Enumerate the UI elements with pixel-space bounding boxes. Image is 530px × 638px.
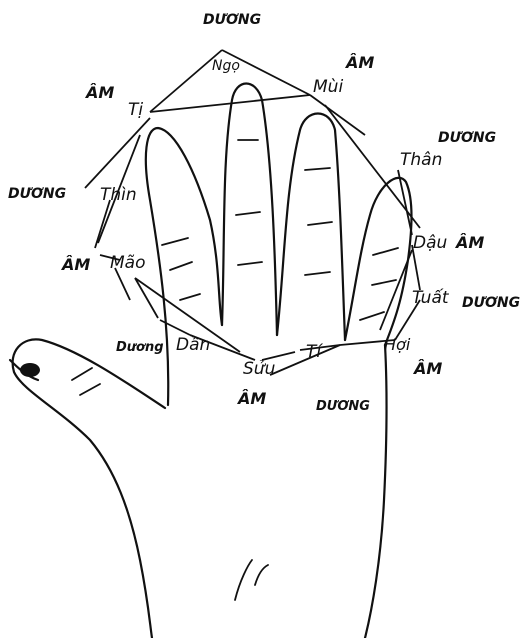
label-ngo: Ngọ (212, 58, 240, 74)
label-mao: Mão (110, 253, 146, 273)
hand-outline (10, 84, 412, 638)
label-dan: Dần (176, 334, 210, 355)
thumbnail-icon (20, 363, 40, 377)
polarity-dan: Dương (116, 340, 164, 355)
polarity-ti-rat: DƯƠNG (316, 399, 370, 414)
label-than: Thân (400, 150, 442, 170)
polarity-hoi: ÂM (412, 359, 442, 378)
label-ti-snake: Tị (128, 100, 143, 120)
polarity-mui: ÂM (344, 53, 374, 72)
label-tuat: Tuất (412, 287, 450, 308)
label-mui: Mùi (313, 77, 343, 97)
polarity-tuat: DƯƠNG (462, 295, 520, 311)
label-dau: Dậu (413, 233, 448, 253)
polarity-dau: ÂM (454, 233, 484, 252)
label-hoi: Hợi (384, 335, 411, 354)
label-suu: Sửu (243, 359, 276, 379)
polarity-than: DƯƠNG (438, 130, 496, 146)
polarity-thin: DƯƠNG (8, 186, 66, 202)
polarity-ti-snake: ÂM (84, 83, 114, 102)
label-thin: Thìn (100, 185, 137, 205)
polarity-mao: ÂM (60, 255, 90, 274)
label-ti-rat: Tí (306, 342, 323, 362)
polarity-suu: ÂM (236, 389, 266, 408)
polarity-ngo: DƯƠNG (203, 12, 261, 28)
